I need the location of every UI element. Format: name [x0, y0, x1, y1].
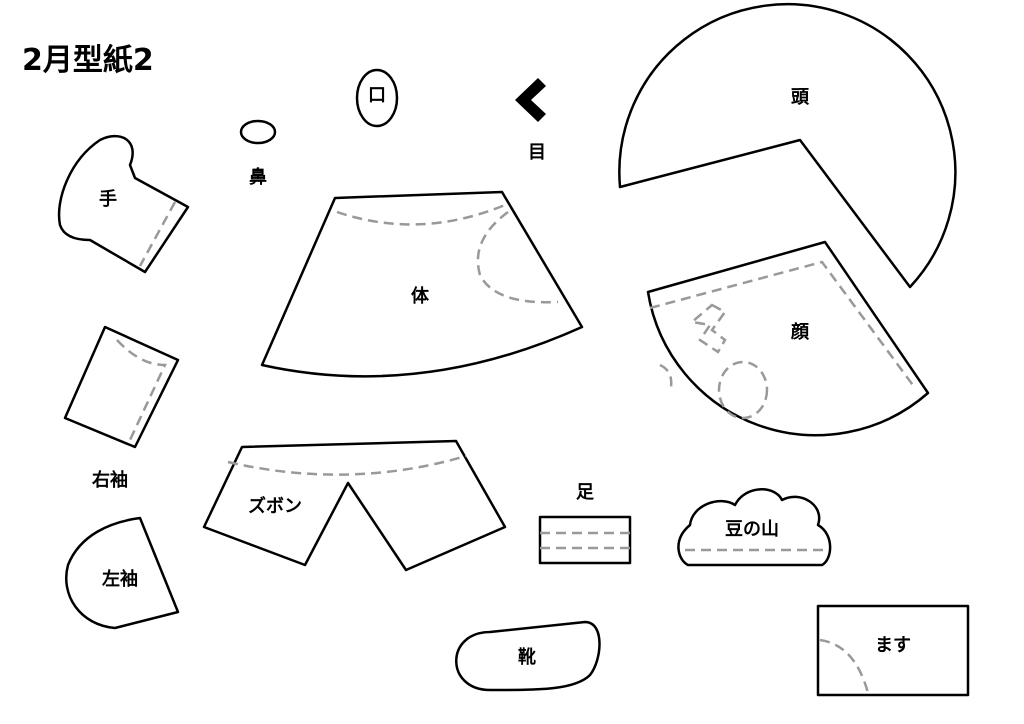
bean-mountain-label: 豆の山 [725, 519, 779, 540]
masu-label: ます [875, 635, 911, 656]
face-edge-mark [659, 363, 673, 393]
masu-fold-line [819, 638, 870, 694]
head-label: 頭 [791, 87, 810, 108]
pants-fold-line [227, 454, 467, 476]
nose-label: 鼻 [249, 166, 267, 188]
mouth-label: 口 [368, 85, 386, 106]
right-sleeve-piece [63, 325, 180, 449]
eye-piece [515, 78, 546, 122]
bean-mountain-piece [677, 488, 832, 567]
foot-label: 足 [576, 482, 594, 503]
hand-piece [57, 134, 190, 274]
hand-fold-line [138, 201, 177, 267]
face-label: 顔 [790, 321, 810, 343]
left-sleeve-piece [65, 516, 180, 630]
body-label: 体 [411, 285, 430, 307]
shoe-piece [455, 620, 601, 692]
left-sleeve-label: 左袖 [102, 568, 138, 590]
face-mouth-mark [717, 360, 769, 420]
mouth-piece [355, 68, 399, 128]
body-neck-fold-line [336, 203, 506, 226]
right-sleeve-label: 右袖 [92, 469, 128, 491]
eye-label: 目 [528, 142, 546, 163]
nose-piece [239, 119, 277, 145]
right-sleeve-fold-line [116, 339, 167, 441]
body-arm-fold-line [476, 210, 559, 304]
hand-label: 手 [99, 188, 117, 210]
page-title: 2月型紙2 [22, 43, 154, 78]
face-fold-line [649, 260, 917, 389]
pants-label: ズボン [248, 495, 302, 517]
face-piece [646, 240, 930, 437]
pants-piece [202, 439, 507, 572]
body-piece [260, 190, 584, 378]
shoe-label: 靴 [518, 646, 536, 668]
head-piece [618, 2, 957, 289]
foot-piece [538, 515, 632, 565]
face-eye-mark [689, 303, 727, 354]
